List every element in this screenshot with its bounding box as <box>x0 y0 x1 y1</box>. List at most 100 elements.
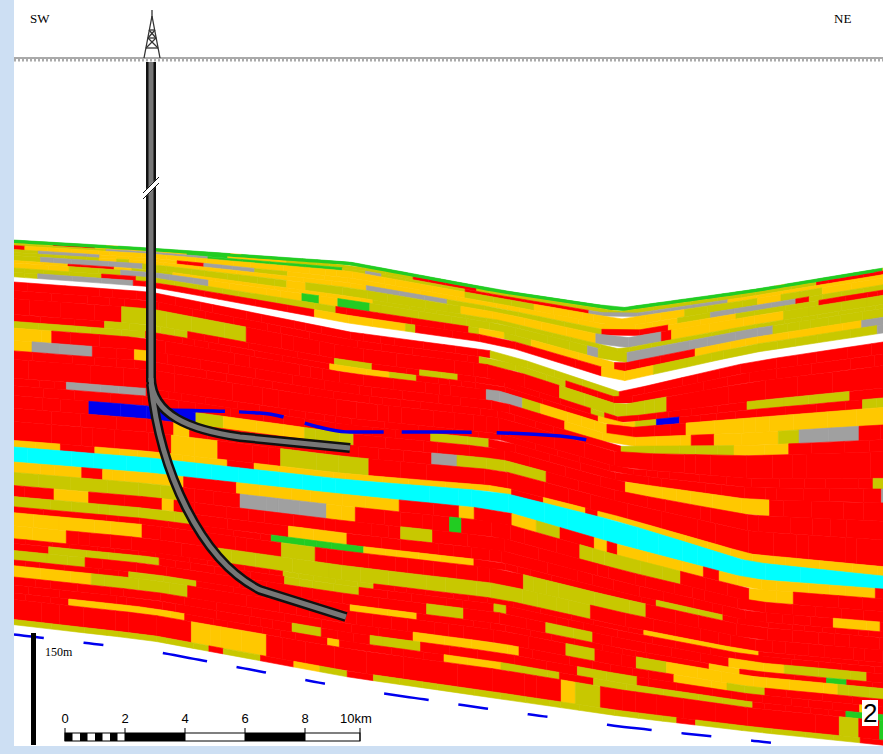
facies-cell <box>453 331 479 342</box>
facies-cell <box>765 488 777 500</box>
facies-cell <box>61 399 89 414</box>
facies-cell <box>85 628 107 636</box>
facies-cell <box>117 359 135 369</box>
facies-cell <box>652 454 685 473</box>
facies-cell <box>680 446 695 455</box>
facies-cell <box>742 726 772 734</box>
facies-cell <box>815 714 839 735</box>
facies-cell <box>873 478 883 489</box>
facies-cell <box>450 646 461 657</box>
facies-cell <box>156 636 166 643</box>
facies-cell <box>500 693 525 703</box>
facies-cell <box>759 341 778 352</box>
facies-cell <box>52 331 71 345</box>
facies-cell <box>824 683 838 695</box>
facies-cell <box>712 351 724 362</box>
facies-cell <box>773 455 793 479</box>
facies-cell <box>838 596 862 610</box>
facies-cell <box>780 479 805 489</box>
base-streak <box>14 635 874 747</box>
facies-cell <box>833 618 846 629</box>
facies-cell <box>423 560 433 576</box>
facies-cell <box>775 556 785 565</box>
facies-cell <box>209 646 223 654</box>
facies-cell <box>799 428 829 443</box>
facies-cell <box>425 382 439 394</box>
facies-cell <box>14 272 24 277</box>
facies-cell <box>777 488 804 501</box>
facies-cell <box>267 497 279 513</box>
facies-cell <box>830 489 853 503</box>
facies-cell <box>30 300 61 318</box>
facies-cell <box>51 425 81 446</box>
facies-cell <box>851 326 877 338</box>
facies-cell <box>434 410 455 429</box>
facies-cell <box>95 520 111 535</box>
facies-cell <box>633 426 655 438</box>
facies-cell <box>421 542 439 556</box>
facies-cell <box>701 506 711 522</box>
facies-cell <box>638 713 662 721</box>
facies-cell <box>440 465 459 483</box>
facies-cell <box>268 447 281 466</box>
facies-cell <box>829 426 859 442</box>
facies-cell <box>195 438 218 459</box>
facies-cell <box>523 575 534 592</box>
facies-cell <box>875 588 883 599</box>
facies-cell <box>809 394 819 404</box>
facies-cell <box>378 598 391 610</box>
facies-cell <box>111 535 132 550</box>
facies-cell <box>27 448 48 465</box>
facies-cell <box>804 488 830 501</box>
facies-cell <box>858 478 873 489</box>
facies-cell <box>342 506 356 522</box>
facies-cell <box>824 570 856 587</box>
facies-cell <box>880 721 883 741</box>
facies-cell <box>828 401 846 412</box>
facies-cell <box>51 411 80 427</box>
facies-cell <box>278 499 299 516</box>
facies-cell <box>805 732 833 740</box>
facies-cell <box>653 358 687 374</box>
facies-cell <box>416 325 453 338</box>
facies-cell <box>882 452 883 479</box>
facies-cell <box>323 397 337 416</box>
facies-cell <box>115 611 128 633</box>
facies-cell <box>14 422 51 444</box>
facies-cell <box>329 564 341 580</box>
scale-tick-label: 10km <box>339 712 373 725</box>
facies-cell <box>758 516 790 534</box>
facies-cell <box>831 519 847 538</box>
facies-cell <box>756 416 770 432</box>
facies-cell <box>671 423 686 436</box>
facies-cell <box>770 415 794 432</box>
facies-cell <box>117 417 147 433</box>
facies-cell <box>515 342 544 358</box>
facies-cell <box>730 724 743 731</box>
facies-cell <box>101 278 133 285</box>
facies-cell <box>874 521 883 540</box>
facies-cell <box>14 341 32 353</box>
facies-cell <box>476 581 491 598</box>
facies-cell <box>809 644 825 658</box>
facies-cell <box>486 390 499 402</box>
facies-cell <box>288 526 301 539</box>
facies-cell <box>160 527 175 543</box>
facies-cell <box>422 514 433 530</box>
facies-cell <box>193 643 209 651</box>
facies-cell <box>655 424 671 436</box>
facies-cell <box>82 427 93 447</box>
facies-cell <box>560 702 579 711</box>
facies-cell <box>863 597 883 611</box>
facies-cell <box>767 628 792 642</box>
facies-cell <box>478 566 490 582</box>
scale-tick-label: 8 <box>300 712 309 725</box>
scale-label: 150m <box>44 646 73 658</box>
facies-cell <box>761 580 776 591</box>
facies-cell <box>116 596 126 606</box>
facies-cell <box>863 489 881 503</box>
facies-cell <box>410 485 429 503</box>
facies-cell <box>518 634 529 649</box>
facies-cell <box>846 520 874 540</box>
facies-cell <box>718 446 735 456</box>
